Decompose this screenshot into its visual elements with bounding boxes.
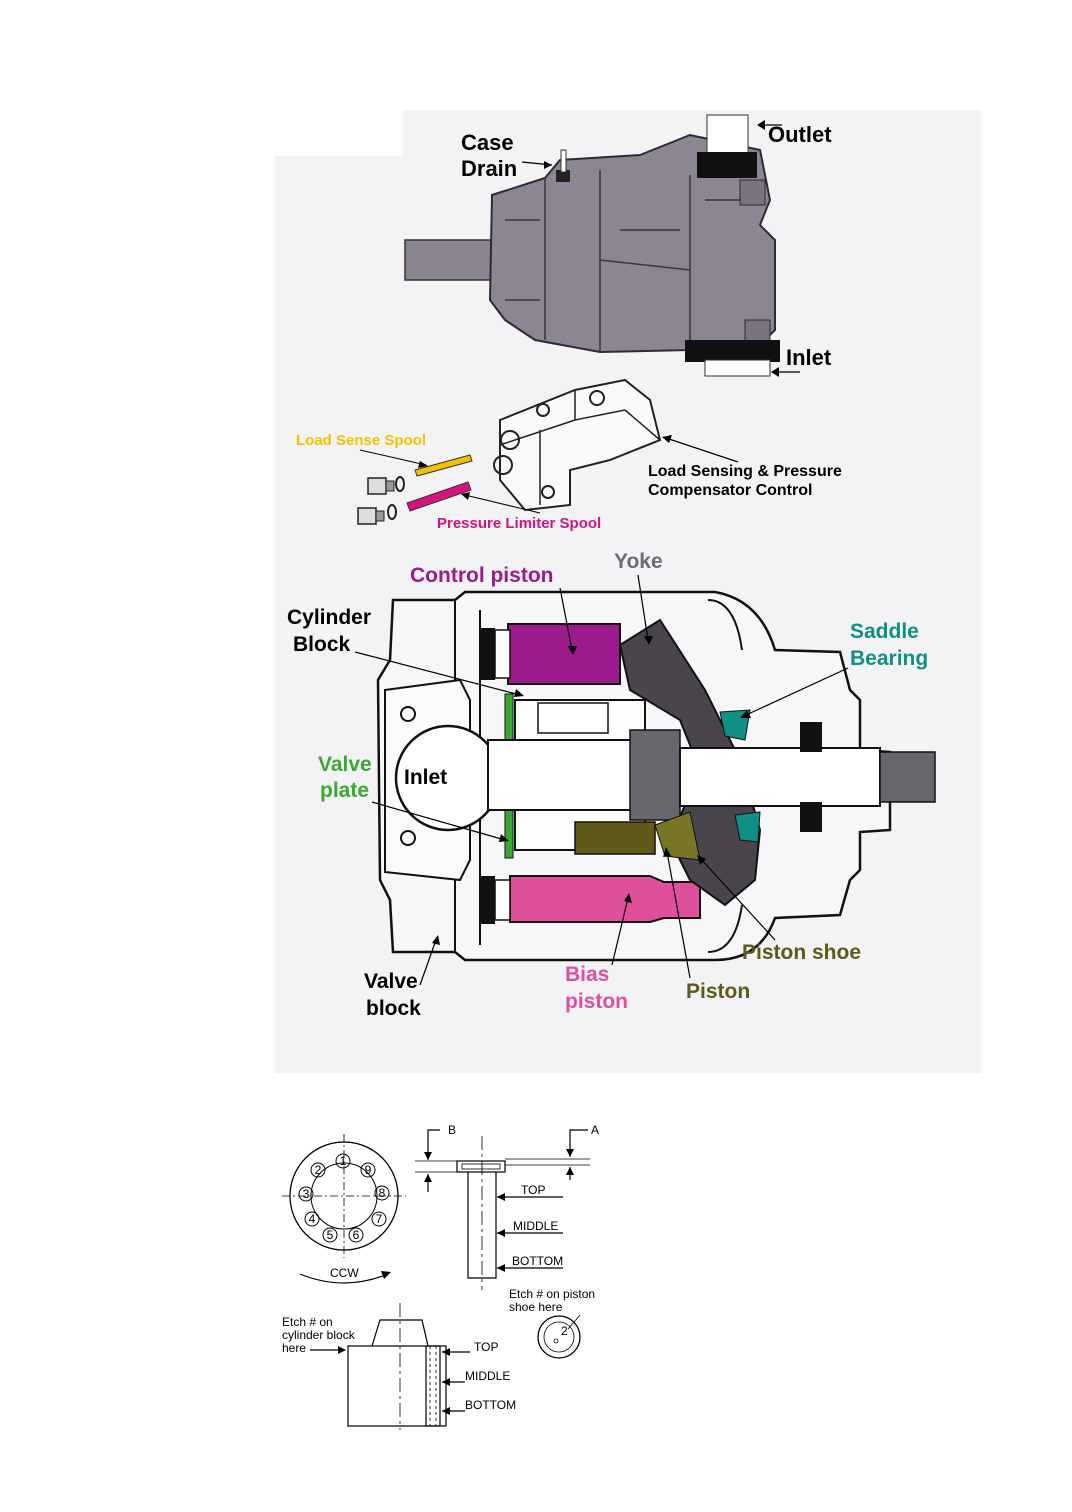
bore-number-labels: 1 2 3 4 5 6 7 8 9 (298, 1153, 390, 1243)
svg-text:5: 5 (327, 1228, 334, 1242)
dim-b-label: B (448, 1123, 456, 1137)
svg-text:4: 4 (309, 1212, 316, 1226)
bias-piston-label: Bias piston (565, 963, 628, 1013)
block-bottom-label: BOTTOM (465, 1398, 516, 1412)
outlet-label: Outlet (768, 122, 832, 147)
piston-shoe-label: Piston shoe (742, 941, 861, 964)
inlet-label-cutaway: Inlet (404, 766, 447, 789)
piston-detail (415, 1129, 590, 1290)
load-sense-spool-label: Load Sense Spool (296, 432, 426, 449)
pressure-limiter-spool-label: Pressure Limiter Spool (437, 515, 601, 532)
cylinder-block-label: Cylinder Block (287, 606, 377, 656)
shoe-number: 2 (561, 1324, 568, 1338)
control-assembly (357, 378, 662, 525)
piston-shoe-detail (537, 1314, 581, 1359)
svg-text:6: 6 (353, 1228, 360, 1242)
piston-bottom-label: BOTTOM (512, 1254, 563, 1268)
svg-text:8: 8 (379, 1186, 386, 1200)
bore-number-diagram (282, 1134, 406, 1284)
dim-a-label: A (591, 1123, 599, 1137)
valve-block-label: Valve block (364, 970, 424, 1020)
piston-label: Piston (686, 980, 750, 1003)
piston-top-label: TOP (521, 1183, 545, 1197)
svg-text:2: 2 (315, 1163, 322, 1177)
block-top-label: TOP (474, 1340, 498, 1354)
piston-middle-label: MIDDLE (513, 1219, 558, 1233)
control-label: Load Sensing & Pressure Compensator Cont… (648, 463, 846, 499)
rotation-label: CCW (330, 1266, 359, 1280)
valve-plate-label: Valve plate (318, 753, 378, 802)
etch-shoe-label: Etch # on piston shoe here (509, 1287, 598, 1314)
block-middle-label: MIDDLE (465, 1369, 510, 1383)
case-drain-label: Case Drain (461, 130, 520, 181)
svg-text:3: 3 (303, 1187, 310, 1201)
svg-text:7: 7 (376, 1212, 383, 1226)
cylinder-block-detail (310, 1303, 470, 1430)
etch-block-label: Etch # on cylinder block here (282, 1315, 358, 1355)
pump-exterior (404, 114, 780, 377)
svg-text:1: 1 (340, 1154, 347, 1168)
control-piston-label: Control piston (410, 564, 553, 587)
inlet-label-exterior: Inlet (786, 345, 832, 370)
pump-cutaway (376, 590, 936, 962)
svg-text:9: 9 (365, 1163, 372, 1177)
saddle-bearing-label: Saddle Bearing (850, 620, 928, 670)
yoke-label: Yoke (614, 550, 663, 573)
